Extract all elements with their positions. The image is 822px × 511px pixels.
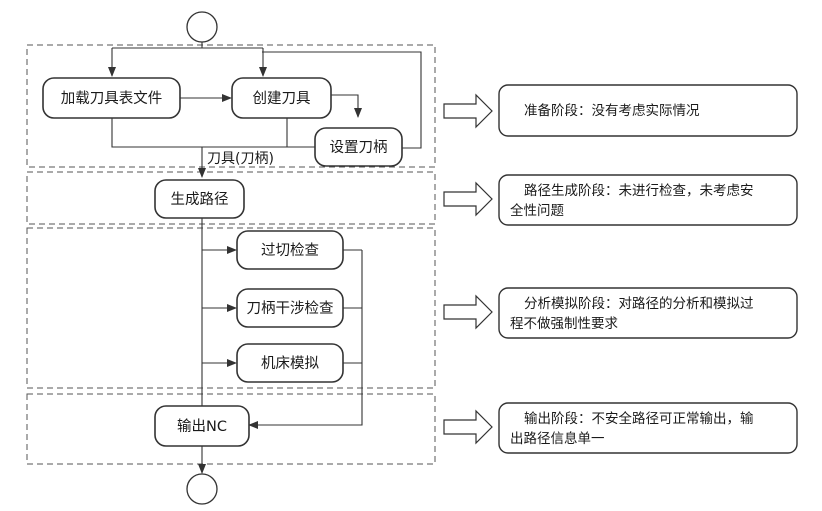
node-create-tool: 创建刀具 [231,77,332,119]
node-label-holder-interference-check: 刀柄干涉检查 [247,300,334,317]
note-output-line-2: 出路径信息单一 [510,430,605,447]
note-path-generation-line-1: 路径生成阶段：未进行检查，未考虑安 [524,183,754,199]
node-holder-interference-check: 刀柄干涉检查 [236,288,344,328]
node-label-set-holder: 设置刀柄 [330,139,388,156]
block-arrow-path-generation [443,181,493,217]
note-path-generation-line-2: 全性问题 [510,202,564,219]
phase-region-path-generation [26,171,436,225]
start-node [186,11,218,43]
node-machine-simulation: 机床模拟 [236,343,344,383]
node-set-holder: 设置刀柄 [314,127,403,167]
edge-holder-loop [262,51,422,149]
block-arrow-output [443,409,493,445]
node-label-machine-simulation: 机床模拟 [261,355,319,372]
note-analysis-simulation-line-1: 分析模拟阶段：对路径的分析和模拟过 [524,296,754,312]
block-arrow-analysis-simulation [443,294,493,330]
note-output-line-1: 输出阶段：不安全路径可正常输出，输 [524,410,754,427]
note-preparation-line-1: 准备阶段：没有考虑实际情况 [524,102,700,119]
node-overcut-check: 过切检查 [236,230,344,270]
node-label-create-tool: 创建刀具 [253,90,311,107]
note-analysis-simulation-line-2: 程不做强制性要求 [510,316,618,332]
node-load-tool-file: 加载刀具表文件 [42,77,181,119]
node-label-load-tool-file: 加载刀具表文件 [61,90,163,107]
edge-create-to-holder [331,94,362,118]
edge-load-merge [111,118,315,148]
node-output-nc: 输出NC [154,405,250,447]
phase-region-analysis-simulation [26,227,436,389]
node-label-generate-path: 生成路径 [171,191,229,208]
note-path-generation: 路径生成阶段：未进行检查，未考虑安 全性问题 [498,174,798,226]
node-label-output-nc: 输出NC [177,418,227,435]
node-label-overcut-check: 过切检查 [261,242,319,259]
block-arrow-preparation [443,93,493,129]
note-analysis-simulation: 分析模拟阶段：对路径的分析和模拟过 程不做强制性要求 [498,287,798,339]
phase-region-output [26,393,436,465]
edge-checks-to-output [248,250,363,429]
note-output: 输出阶段：不安全路径可正常输出，输 出路径信息单一 [498,402,798,454]
phase-region-preparation [26,44,436,168]
end-node [186,473,218,505]
note-preparation: 准备阶段：没有考虑实际情况 [498,84,798,137]
node-generate-path: 生成路径 [154,179,245,219]
edge-label-tool-holder: 刀具(刀柄) [207,151,274,167]
